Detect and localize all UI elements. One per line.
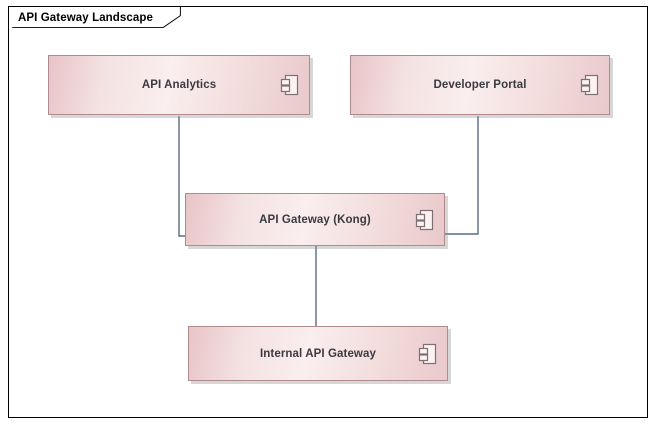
connector-portal-to-kong[interactable] (444, 116, 479, 235)
component-label: API Gateway (Kong) (259, 213, 371, 226)
uml-component-icon (580, 74, 599, 96)
component-api-gateway-kong[interactable]: API Gateway (Kong) (185, 193, 445, 246)
component-api-analytics[interactable]: API Analytics (48, 55, 310, 115)
diagram-title: API Gateway Landscape (18, 12, 154, 24)
diagram-frame-tab: API Gateway Landscape (8, 6, 180, 29)
component-label: API Analytics (141, 79, 217, 91)
diagram-frame (8, 6, 648, 418)
component-label: Internal API Gateway (260, 347, 376, 360)
component-label: Developer Portal (433, 79, 527, 91)
uml-component-icon (418, 343, 437, 364)
uml-component-icon (280, 74, 299, 96)
uml-component-icon (415, 209, 434, 230)
component-developer-portal[interactable]: Developer Portal (350, 55, 610, 115)
connector-analytics-to-kong[interactable] (178, 116, 186, 237)
component-internal-api-gateway[interactable]: Internal API Gateway (188, 326, 448, 381)
